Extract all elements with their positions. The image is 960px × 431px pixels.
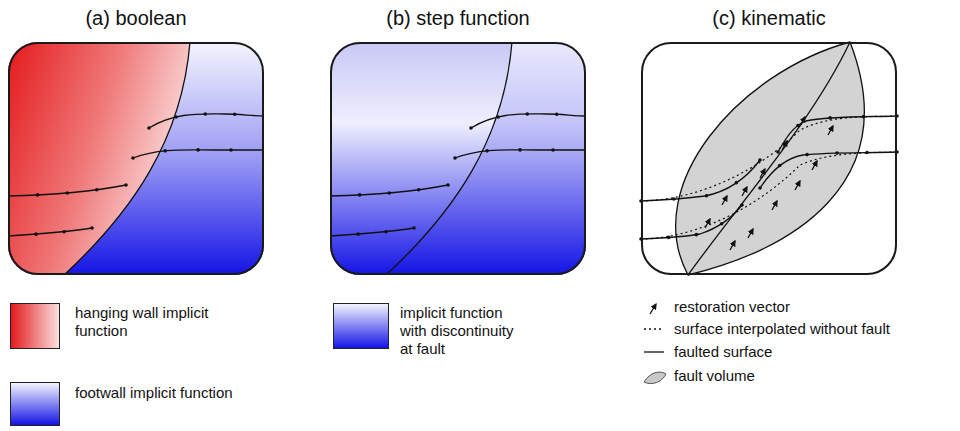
horizon-dot — [233, 112, 237, 116]
legend-label: faulted surface — [674, 343, 944, 361]
horizon-dot — [865, 151, 869, 155]
horizon-dot — [720, 222, 724, 226]
step-function-panel-art — [330, 42, 586, 275]
horizon-dot — [740, 203, 744, 207]
horizon-dot — [384, 230, 388, 234]
horizon-dot — [229, 148, 233, 152]
legend-symbols — [644, 304, 666, 384]
restoration-vector — [812, 161, 817, 170]
horizon-dot — [90, 226, 94, 230]
panel-box: (a) boolean — [8, 42, 264, 275]
horizon-dot — [758, 158, 762, 162]
legend-swatch — [333, 303, 389, 349]
restoration-vector — [828, 126, 833, 135]
horizon-dot — [705, 194, 709, 198]
horizon-dot — [131, 156, 135, 160]
restoration-vector — [795, 181, 800, 190]
horizon-dot — [828, 116, 832, 120]
legend-swatch — [10, 303, 60, 349]
restoration-vector — [705, 219, 710, 228]
horizon-dot — [203, 112, 207, 116]
horizon-dot — [358, 193, 362, 197]
horizon-dot — [65, 191, 69, 195]
horizon-dot — [36, 193, 40, 197]
horizon-dot — [551, 148, 555, 152]
legend-label: surface interpolated without fault — [674, 320, 944, 338]
panel-title: (c) kinematic — [623, 6, 915, 30]
legend-label: footwall implicit function — [75, 384, 235, 402]
horizon-dot — [518, 148, 522, 152]
legend-swatch — [10, 382, 60, 426]
horizon-dot — [412, 226, 416, 230]
horizon-dot — [95, 188, 99, 192]
restoration-vector — [742, 187, 747, 196]
horizon-dot — [62, 230, 66, 234]
horizon-dot — [124, 183, 128, 187]
panel-title: (a) boolean — [0, 6, 282, 30]
horizon-dot — [778, 164, 782, 168]
horizon-dot — [147, 126, 151, 130]
horizon-dot — [776, 150, 780, 154]
horizon-dot — [446, 183, 450, 187]
panel-title: (b) step function — [312, 6, 604, 30]
restoration-vector — [722, 196, 727, 205]
restoration-vector — [748, 229, 753, 238]
horizon-dot — [485, 149, 489, 153]
horizon-dot — [555, 112, 559, 116]
horizon-dot — [417, 188, 421, 192]
panel-box: (b) step function — [330, 42, 586, 275]
horizon-dot — [667, 236, 671, 240]
horizon-dot — [34, 232, 38, 236]
horizon-dot — [469, 126, 473, 130]
horizon-dot — [758, 186, 762, 190]
horizon-dot — [525, 112, 529, 116]
horizon-dot — [862, 115, 866, 119]
horizon-dot — [453, 156, 457, 160]
legend-label: hanging wall implicit function — [75, 304, 235, 340]
legend-label: implicit function with discontinuity at … — [400, 304, 530, 358]
restoration-vector — [782, 141, 787, 150]
legend-label: fault volume — [674, 367, 944, 385]
kinematic-panel-art — [639, 42, 899, 275]
horizon-dot — [695, 233, 699, 237]
horizon-dot — [835, 151, 839, 155]
horizon-dot — [496, 115, 500, 119]
restoration-vector — [772, 201, 777, 210]
restoration-vector — [730, 241, 735, 250]
restoration-vector — [760, 169, 765, 178]
horizon-dot — [735, 181, 739, 185]
panel-box: (c) kinematic — [641, 42, 897, 275]
boolean-panel-art — [8, 42, 264, 275]
horizon-dot — [672, 197, 676, 201]
restoration-vector — [800, 117, 805, 126]
horizon-dot — [805, 153, 809, 157]
horizon-dot — [356, 232, 360, 236]
horizon-dot — [196, 148, 200, 152]
horizon-dot — [387, 191, 391, 195]
horizon-dot — [796, 124, 800, 128]
horizon-dot — [163, 149, 167, 153]
horizon-dot — [174, 115, 178, 119]
legend-label: restoration vector — [674, 298, 944, 316]
